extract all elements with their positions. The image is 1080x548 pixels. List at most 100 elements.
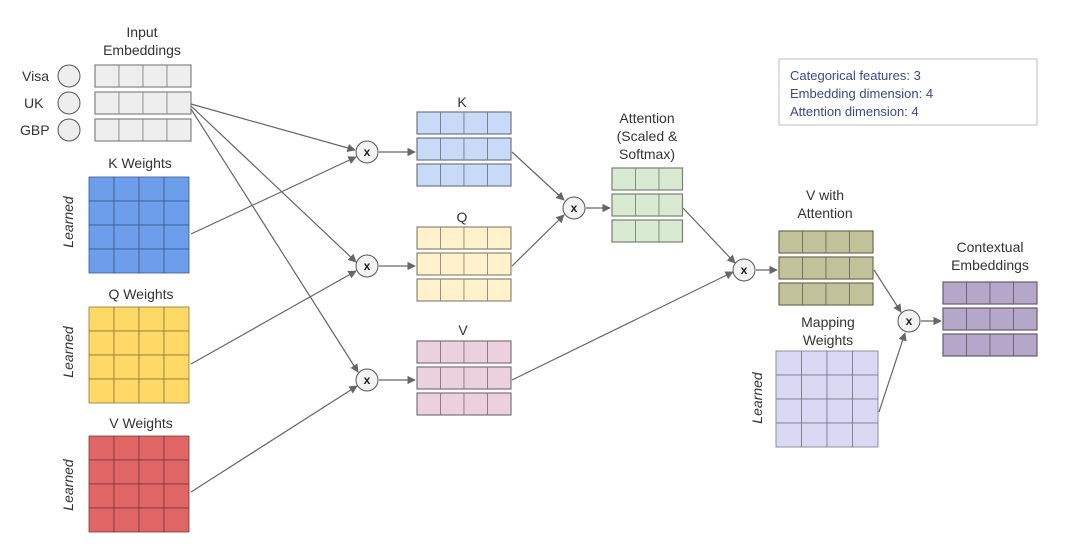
contextual-embeddings-matrix-cell (942, 307, 967, 331)
q-weights-matrix-cell (163, 306, 190, 332)
q-matrix-cell (440, 226, 465, 250)
contextual-embeddings-matrix-cell (966, 333, 991, 357)
k-weights-matrix-cell (88, 200, 115, 226)
v-with-attention-matrix-row (778, 282, 874, 306)
v-weights-matrix-cell (163, 435, 190, 461)
arrow-attention-to-value-attention-op (682, 207, 736, 264)
q-matrix (416, 226, 512, 302)
attention-title-line2: (Scaled & (617, 128, 678, 144)
attention-matrix-cell (658, 193, 683, 217)
input-embeddings-matrix-cell (166, 91, 192, 115)
contextual-embeddings-matrix-cell (966, 281, 991, 305)
v-weights-matrix-cell (88, 483, 115, 509)
q-matrix-cell (487, 252, 512, 276)
value-attention-multiply-operator-symbol: x (741, 263, 748, 277)
mapping-weights-matrix-cell (775, 374, 802, 400)
feature-circle-gbp (57, 118, 81, 142)
v-weights-matrix-cell (113, 459, 140, 485)
k-weights-matrix-cell (113, 224, 140, 250)
attention-matrix-row (611, 219, 684, 243)
q-multiply-operator-symbol: x (364, 259, 371, 273)
v-weights-matrix-cell (88, 507, 115, 533)
value-attention-multiply-operator-circle (732, 258, 756, 282)
k-matrix-cell (416, 111, 441, 135)
q-weights-matrix-cell (163, 330, 190, 356)
q-weights-matrix-cell (163, 378, 190, 404)
v-matrix-cell (487, 366, 512, 390)
q-multiply-operator: x (355, 254, 379, 278)
q-weights-matrix-cell (138, 378, 165, 404)
value-attention-multiply-operator: x (732, 258, 756, 282)
k-matrix-cell (487, 137, 512, 161)
q-weights-matrix-cell (88, 330, 115, 356)
v-with-attention-matrix-cell (825, 230, 850, 254)
q-weights-matrix-cell (113, 378, 140, 404)
input-embeddings-matrix-cell (94, 91, 120, 115)
k-matrix-row (416, 163, 512, 187)
attention-matrix-cell (658, 219, 683, 243)
attention-multiply-operator-symbol: x (571, 201, 578, 215)
contextual-embeddings-matrix-cell (989, 281, 1014, 305)
mapping-multiply-operator: x (897, 309, 921, 333)
q-matrix-cell (440, 278, 465, 302)
q-weights-matrix (88, 306, 190, 404)
attention-title-line1: Attention (619, 110, 674, 126)
arrow-v-with-attention-to-mapping-op (873, 269, 902, 313)
v-with-attention-matrix-cell (849, 230, 874, 254)
arrow-q-to-attention-op (511, 214, 565, 267)
q-matrix-cell (416, 278, 441, 302)
q-matrix-cell (463, 252, 488, 276)
q-weights-matrix-cell (113, 306, 140, 332)
mapping-weights-matrix-cell (801, 350, 828, 376)
v-with-attention-matrix-row (778, 230, 874, 254)
mapping-weights-matrix (775, 350, 879, 448)
v-matrix-cell (440, 392, 465, 416)
k-weights-matrix-cell (138, 248, 165, 274)
v-with-attention-matrix-cell (849, 282, 874, 306)
input-embeddings-matrix-cell (166, 64, 192, 88)
q-matrix-cell (463, 226, 488, 250)
attention-matrix-cell (635, 167, 660, 191)
contextual-embeddings-matrix-row (942, 307, 1038, 331)
contextual-embeddings-matrix-cell (942, 281, 967, 305)
v-weights-matrix-cell (163, 459, 190, 485)
attention-title-line3: Softmax) (619, 146, 675, 162)
k-matrix-cell (463, 163, 488, 187)
k-matrix-cell (487, 163, 512, 187)
arrow-input-to-q-op (190, 105, 357, 263)
contextual-embeddings-matrix-row (942, 333, 1038, 357)
arrow-k-weights-to-k-op (190, 156, 357, 235)
mapping-weights-matrix-cell (826, 398, 853, 424)
attention-matrix-cell (635, 219, 660, 243)
k-weights-title: K Weights (108, 155, 172, 171)
input-embeddings-matrix-row (94, 91, 192, 115)
v-weights-matrix-cell (138, 459, 165, 485)
v-with-attention-matrix-row (778, 256, 874, 280)
k-multiply-operator-symbol: x (364, 145, 371, 159)
input-embeddings-matrix-cell (94, 64, 120, 88)
contextual-embeddings-matrix-cell (989, 307, 1014, 331)
info-box-frame (778, 58, 1038, 126)
k-multiply-operator-circle (355, 140, 379, 164)
v-with-attention-title-line1: V with (806, 187, 844, 203)
q-weights-matrix-cell (138, 354, 165, 380)
q-weights-matrix-cell (138, 330, 165, 356)
arrow-mapping-weights-to-mapping-op (878, 332, 907, 413)
attention-matrix (611, 167, 684, 243)
v-weights-matrix-cell (113, 507, 140, 533)
input-embeddings-matrix (94, 64, 192, 142)
mapping-weights-matrix-cell (852, 374, 879, 400)
v-weights-matrix-cell (138, 507, 165, 533)
v-weights-matrix-cell (113, 483, 140, 509)
contextual-embeddings-matrix-cell (1013, 333, 1038, 357)
connector-arrows (190, 103, 942, 493)
k-matrix-title: K (457, 94, 467, 110)
q-weights-matrix-cell (163, 354, 190, 380)
matrices-layer (88, 64, 1038, 533)
attention-matrix-cell (611, 167, 636, 191)
v-matrix-cell (463, 340, 488, 364)
attention-matrix-cell (635, 193, 660, 217)
input-embeddings-matrix-cell (142, 64, 168, 88)
v-matrix-cell (416, 392, 441, 416)
k-weights-matrix-cell (113, 200, 140, 226)
